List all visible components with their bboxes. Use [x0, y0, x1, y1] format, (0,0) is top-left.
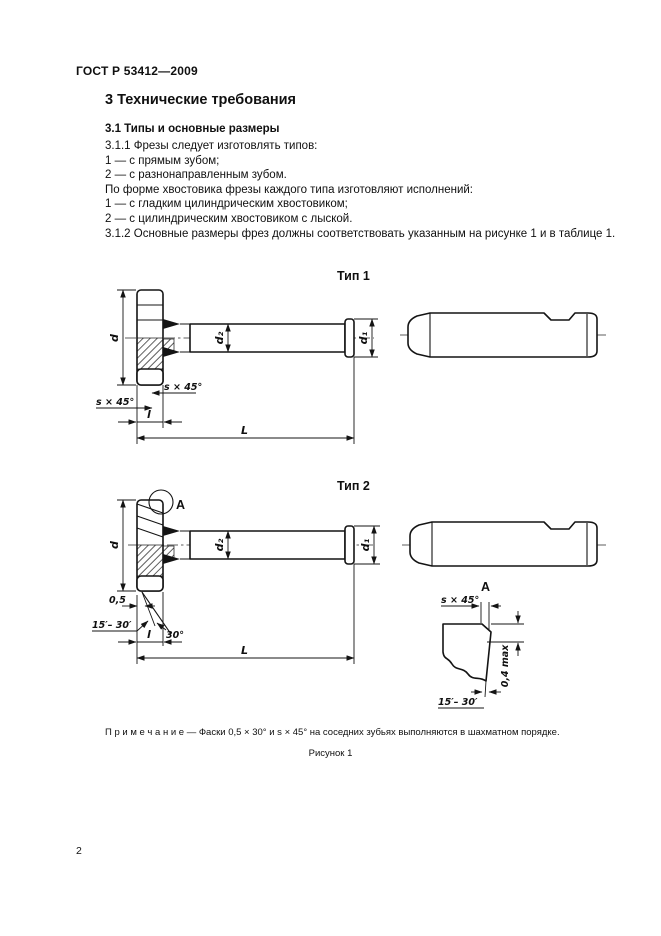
detail-callout-circle [148, 489, 174, 515]
dim-label-d: d [108, 334, 121, 342]
figure-note: П р и м е ч а н и е — Фаски 0,5 × 30° и … [105, 727, 560, 738]
chamfer-edge [481, 623, 492, 633]
section-hatch [136, 337, 164, 370]
figure-caption: Рисунок 1 [308, 748, 353, 759]
chamfer-callout-s45: s × 45° [96, 397, 134, 408]
paragraph-line: 1 — с прямым зубом; [105, 154, 220, 167]
dim-label-d: d [108, 541, 121, 549]
neck-lines [180, 530, 190, 560]
shank-end-cap [344, 318, 355, 358]
section-hatch [136, 544, 164, 577]
shank-edge-lines [429, 313, 588, 357]
type1-shank-view [400, 312, 606, 358]
neck-taper [163, 554, 180, 564]
chamfer-callout-05: 0,5 [109, 595, 126, 606]
tooth-lines [137, 304, 163, 321]
type1-main-view: Тип 1 d d₂ d₁ s × 45° s × 45° l [96, 269, 378, 444]
dim-label-L: L [241, 644, 248, 657]
dim-label-l: l [147, 628, 151, 641]
edge-extension [484, 680, 487, 698]
extension-lines [136, 357, 355, 444]
type2-shank-view [402, 521, 606, 567]
neck-taper [163, 526, 180, 536]
bottom-tooth [136, 575, 164, 592]
neck-taper [163, 347, 180, 357]
document-header: ГОСТ Р 53412—2009 [76, 64, 198, 78]
type2-title: Тип 2 [337, 479, 370, 493]
leader-line [156, 622, 167, 631]
chamfer-callout-s45: s × 45° [164, 382, 202, 393]
dim-label-d2: d₂ [213, 331, 226, 344]
type1-title: Тип 1 [337, 269, 370, 283]
body-text: 3.1.1 Фрезы следует изготовлять типов: 1… [105, 139, 650, 241]
slanted-tooth-lines [136, 503, 164, 538]
leader-line [136, 620, 149, 632]
extension-lines [117, 499, 136, 592]
neck-taper [163, 319, 180, 329]
dim-label-l: l [147, 408, 151, 421]
bottom-tooth [136, 368, 164, 386]
extension-lines [117, 289, 136, 386]
dim-label-d2: d₂ [213, 538, 226, 551]
paragraph-line: 1 — с гладким цилиндрическим хвостовиком… [105, 198, 348, 211]
detail-a-title: A [481, 580, 490, 594]
shank-body [189, 530, 346, 560]
max-depth-label: 0,4 max [500, 644, 511, 687]
depth-reference-lines [487, 623, 524, 643]
figure-1-drawing: Тип 1 d d₂ d₁ s × 45° s × 45° l [92, 269, 606, 709]
chamfer-callout-s45: s × 45° [441, 595, 479, 606]
angle-callout-15-30: 15′– 30′ [92, 620, 132, 631]
section-title: 3 Технические требования [105, 92, 297, 108]
angle-callout-30: 30° [166, 630, 184, 641]
paragraph-line: 3.1.2 Основные размеры фрез должны соотв… [105, 227, 616, 240]
paragraph-line: 3.1.1 Фрезы следует изготовлять типов: [105, 140, 318, 152]
detail-callout-label: A [176, 498, 185, 512]
tooth-corner-outline [442, 623, 492, 682]
paragraph-line: По форме хвостовика фрезы каждого типа и… [105, 183, 474, 196]
subsection-title: 3.1 Типы и основные размеры [105, 123, 280, 135]
paragraph-line: 2 — с цилиндрическим хвостовиком с лыско… [105, 212, 353, 225]
paragraph-line: 2 — с разнонаправленным зубом. [105, 169, 287, 182]
neck-lines [180, 323, 190, 353]
angle-callout-15-30: 15′– 30′ [438, 697, 478, 708]
detail-a-view: A s × 45° 0,4 max 15′– 30′ [438, 580, 524, 709]
extension-lines [480, 602, 490, 630]
chamfer-edge-30deg [141, 591, 172, 635]
extension-lines [136, 564, 355, 664]
dim-label-d1: d₁ [357, 331, 370, 344]
shank-with-flat-outline [407, 312, 598, 358]
chamfer-edge [141, 591, 156, 627]
shank-end-cap [344, 525, 355, 565]
shank-with-flat-outline [409, 521, 598, 567]
type2-main-view: Тип 2 A d d₂ d₁ 0,5 15′– 30′ 30° [92, 479, 380, 664]
dim-label-d1: d₁ [359, 538, 372, 551]
shank-edge-lines [431, 522, 588, 566]
page-number: 2 [76, 845, 82, 857]
dim-label-L: L [241, 424, 248, 437]
